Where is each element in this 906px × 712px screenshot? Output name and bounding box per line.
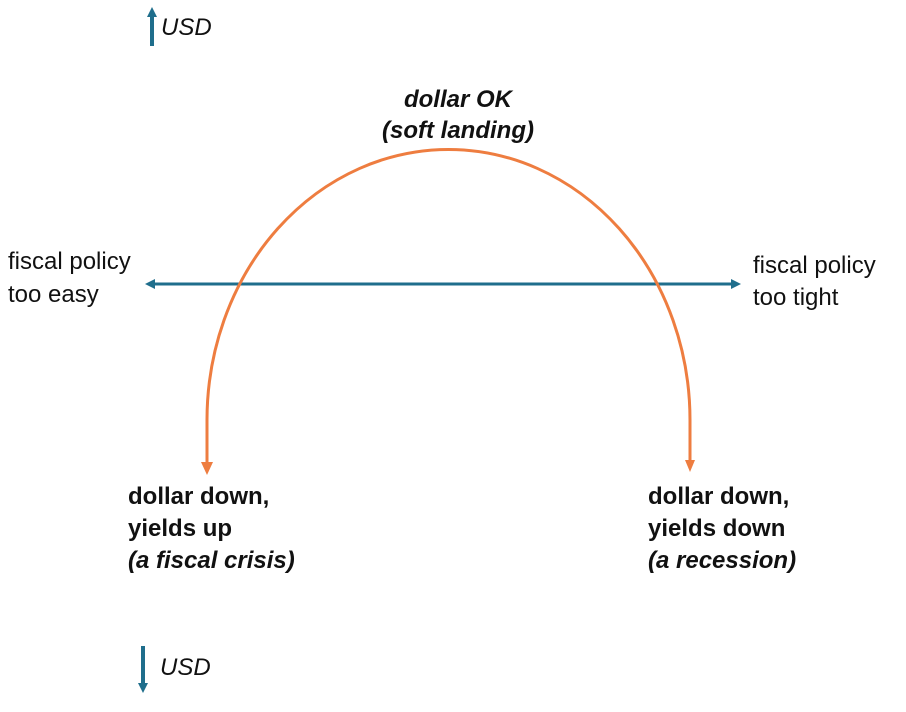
right-label-line2: too tight [753, 284, 839, 311]
bottom-left-line2: yields up [128, 515, 233, 542]
right-label-line1: fiscal policy [753, 252, 876, 279]
left-label-line1: fiscal policy [8, 248, 131, 275]
outcome-arc-arrow [205, 148, 695, 472]
bottom-right-line3: (a recession) [648, 547, 797, 574]
bottom-left-line3: (a fiscal crisis) [128, 547, 295, 574]
bottom-right-line1: dollar down, [648, 483, 790, 510]
left-label-line2: too easy [8, 281, 99, 308]
top-label-line1: dollar OK [403, 86, 512, 113]
bottom-left-line1: dollar down, [128, 483, 270, 510]
usd-up-label: USD [161, 14, 212, 41]
top-label-line2: (soft landing) [382, 117, 534, 144]
bottom-right-line2: yields down [648, 515, 786, 542]
outcome-arc-left-head [201, 462, 213, 475]
usd-down-label: USD [160, 654, 211, 681]
